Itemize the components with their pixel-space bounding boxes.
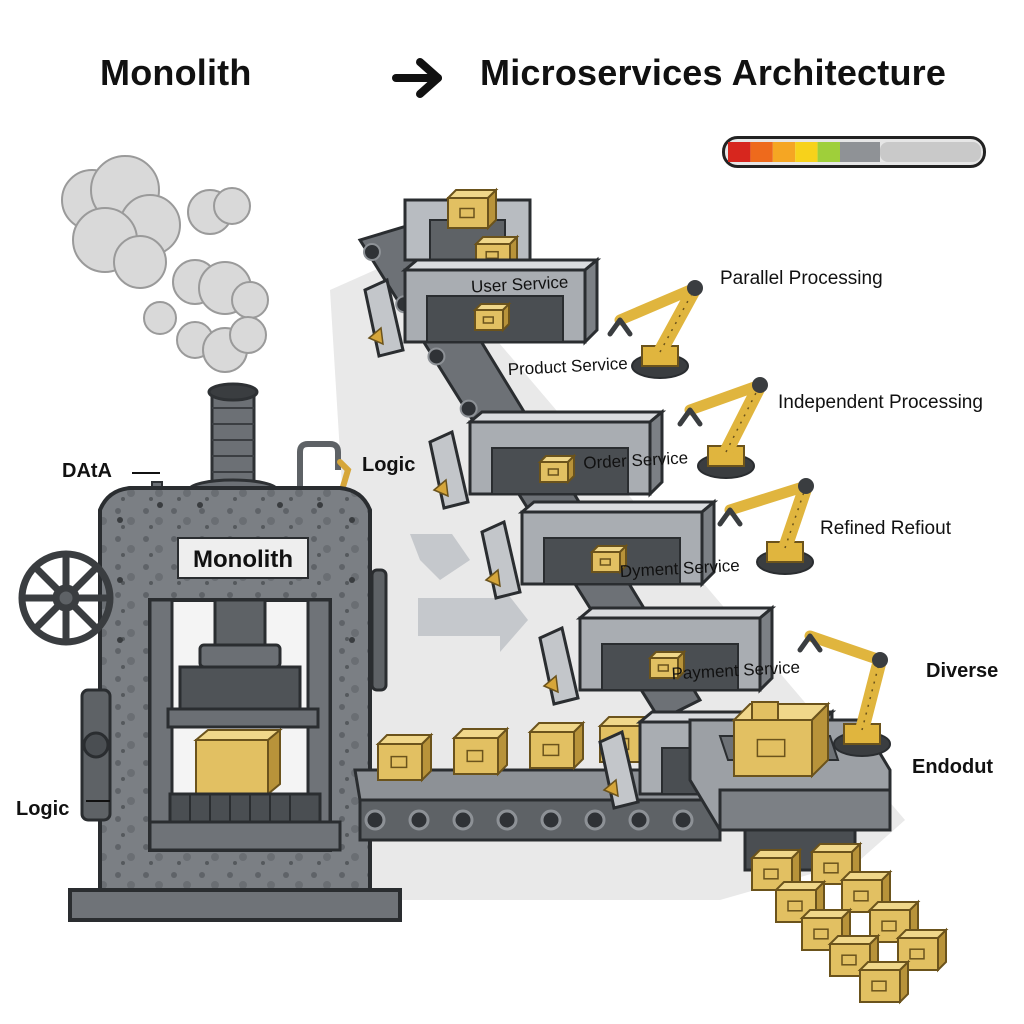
roller (408, 809, 430, 831)
progress-segment (728, 142, 751, 162)
service-part (472, 301, 512, 333)
roller (363, 243, 381, 261)
output-pile-box (895, 927, 949, 973)
monolith-title: Monolith (100, 52, 252, 93)
wheel-icon (18, 550, 114, 646)
robot-arm-icon (797, 630, 891, 757)
roller (364, 809, 386, 831)
robot-arm-icon (717, 478, 814, 575)
roller (584, 809, 606, 831)
progress-segment (750, 142, 773, 162)
annotation-refined: Refined Refiout (820, 518, 951, 539)
roller (459, 399, 478, 418)
service-station (428, 408, 667, 510)
label-logic-left: Logic (16, 798, 70, 820)
service-station (363, 256, 602, 358)
roller (540, 809, 562, 831)
service-station (480, 498, 719, 600)
service-part (537, 453, 577, 485)
progress-segment (772, 142, 796, 162)
label-data-line (132, 472, 160, 474)
label-logic-top: Logic (362, 454, 416, 476)
service-part (589, 543, 629, 575)
output-box-part (751, 701, 779, 721)
label-data: DΑtΑ (62, 460, 112, 482)
annotation-parallel: Parallel Processing (720, 268, 883, 289)
progress-track (880, 142, 981, 162)
roller (452, 809, 474, 831)
flow-arrows (410, 534, 528, 652)
service-part (647, 649, 687, 681)
progress-segment (795, 142, 818, 162)
roller (672, 809, 694, 831)
monolith-press (68, 486, 402, 922)
belt-box (451, 726, 510, 777)
progress-segment (817, 142, 840, 162)
robot-arm-icon (607, 280, 703, 379)
roller (628, 809, 650, 831)
feeder-station (403, 187, 532, 269)
progress-segment (840, 142, 880, 162)
output-pile-box (857, 959, 911, 1005)
annotation-diverse: Diverse (926, 660, 999, 682)
output-box (731, 701, 831, 779)
service-label: Product Service (507, 354, 628, 379)
service-station (538, 604, 777, 706)
smoke-cloud (61, 155, 269, 373)
belt-box (527, 720, 586, 771)
belt-box (375, 732, 434, 783)
feeder-box (445, 187, 499, 231)
monolith-plate-label: Monolith (193, 546, 293, 573)
annotation-endout: Endodut (912, 756, 994, 778)
right-arrow-icon (392, 56, 448, 100)
roller (427, 347, 446, 366)
microservices-title: Microservices Architecture (480, 52, 947, 93)
chimney (187, 382, 279, 502)
progress-bar (722, 136, 986, 168)
label-logic-line (86, 800, 110, 802)
annotation-independent: Independent Processing (778, 392, 983, 413)
robot-arm-icon (677, 377, 768, 479)
roller (496, 809, 518, 831)
